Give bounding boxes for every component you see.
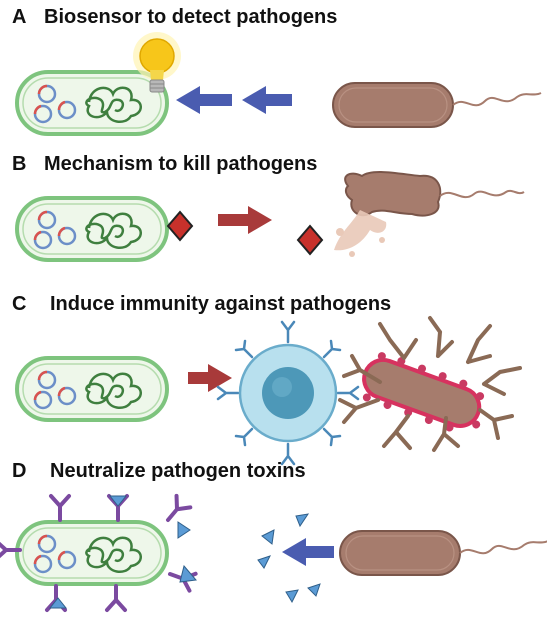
panel-d: D Neutralize pathogen toxins <box>0 456 547 617</box>
panel-b-title: Mechanism to kill pathogens <box>44 153 318 175</box>
panel-b-artwork <box>15 170 525 262</box>
antimicrobial-diamond-icon <box>166 210 194 242</box>
pathogen-bacterium <box>332 82 542 128</box>
panel-c-artwork <box>15 316 522 466</box>
panel-d-artwork <box>0 493 547 612</box>
toxin-release-arrow-icon <box>282 538 334 566</box>
opsonized-pathogen-icon <box>338 316 522 452</box>
engineered-bacterium <box>15 70 169 136</box>
pathogen-bacterium <box>339 530 547 576</box>
engineered-bacterium <box>15 356 169 422</box>
panel-b-letter: B <box>12 153 27 175</box>
panel-c-letter: C <box>12 293 27 315</box>
kill-arrow-icon <box>218 206 272 234</box>
bound-toxin-icon <box>48 495 197 609</box>
panel-c: C Induce immunity against pathogens <box>0 288 547 456</box>
panel-a-artwork <box>15 32 542 136</box>
panel-c-title: Induce immunity against pathogens <box>50 293 392 315</box>
immune-cell-icon <box>216 320 360 466</box>
antimicrobial-diamond-icon <box>296 224 324 256</box>
engineered-bacterium <box>15 196 169 262</box>
panel-d-letter: D <box>12 460 27 482</box>
panel-a-title: Biosensor to detect pathogens <box>44 6 338 28</box>
immunity-arrow-icon <box>188 364 232 392</box>
lightbulb-icon <box>133 32 181 93</box>
panel-b: B Mechanism to kill pathogens <box>0 148 547 288</box>
engineered-bacterium <box>15 520 169 586</box>
lysed-pathogen-icon <box>334 170 525 257</box>
panel-a-letter: A <box>12 6 27 28</box>
signal-arrow-icon <box>176 86 292 114</box>
toxin-icon <box>257 513 321 604</box>
panel-d-title: Neutralize pathogen toxins <box>50 460 306 482</box>
panel-a: A Biosensor to detect pathogens <box>0 0 547 148</box>
